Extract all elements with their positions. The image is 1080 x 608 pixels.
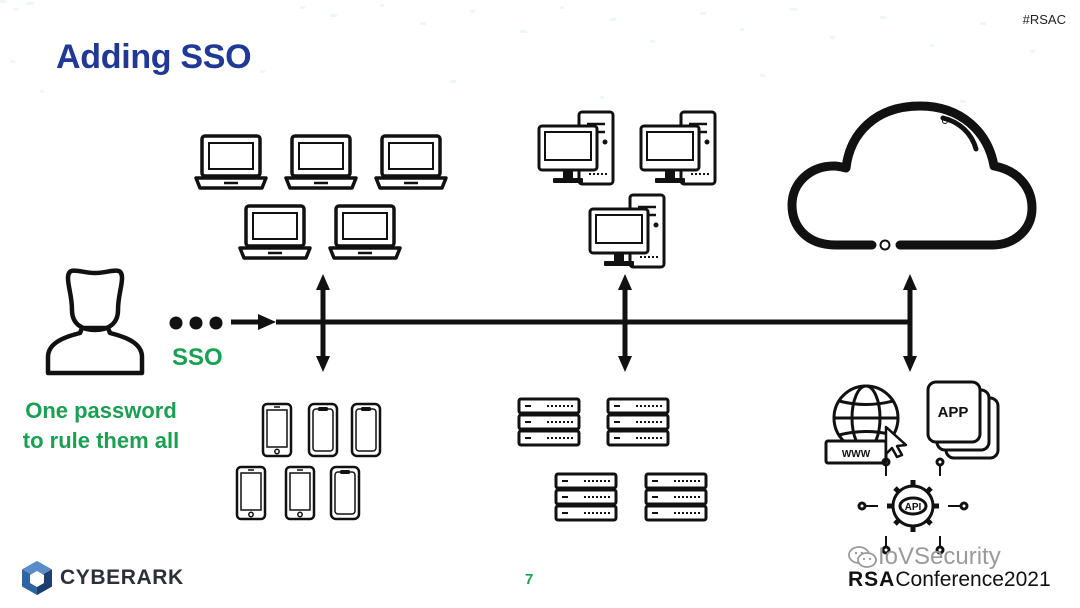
laptop-icon [194, 134, 268, 190]
cloud-icon [787, 101, 1037, 251]
laptops-group [194, 134, 448, 260]
page-number: 7 [525, 571, 534, 588]
laptop-icon [328, 204, 402, 260]
desktop-icon [639, 110, 717, 186]
smartphone-icon [261, 402, 293, 458]
network-bus [231, 285, 913, 360]
server-icon [606, 397, 670, 447]
background-code-pattern [0, 0, 1035, 103]
smartphone-icon [235, 465, 267, 521]
desktop-icon [588, 193, 666, 269]
servers-group [517, 397, 708, 522]
cyberark-word-prefix: CYBER [60, 566, 137, 589]
app-icon-label: APP [938, 404, 969, 421]
api-icon [857, 457, 969, 555]
tagline-line-2: to rule them all [22, 428, 180, 453]
cyberark-logo-icon [22, 561, 52, 595]
smartphone-icon [329, 465, 361, 521]
smartphone-icon [350, 402, 382, 458]
conference-word: Conference2021 [895, 568, 1051, 591]
cyberark-logo: CYBERARK [22, 560, 184, 596]
api-icon-label: API [905, 502, 922, 513]
smartphone-icon [307, 402, 339, 458]
slide-title: Adding SSO [56, 38, 252, 76]
user-icon [45, 268, 145, 376]
laptop-icon [374, 134, 448, 190]
ellipsis-dots [169, 316, 223, 330]
tagline: One password to rule them all [6, 396, 196, 456]
desktop-icon [537, 110, 615, 186]
server-icon [517, 397, 581, 447]
laptop-icon [238, 204, 312, 260]
rsa-word: RSA [848, 568, 896, 591]
web-icon [824, 384, 908, 465]
cyberark-word-suffix: ARK [136, 566, 184, 589]
rsa-conference-logo: RSAConference2021 [848, 568, 1051, 592]
smartphones-group [235, 402, 382, 521]
tagline-line-1: One password [25, 398, 177, 423]
server-icon [644, 472, 708, 522]
app-icon [926, 380, 1000, 460]
arrowheads [258, 274, 917, 372]
wechat-icon [848, 546, 877, 568]
sso-label: SSO [172, 344, 223, 371]
server-icon [554, 472, 618, 522]
hashtag-label: #RSAC [1022, 12, 1066, 27]
smartphone-icon [284, 465, 316, 521]
watermark: IoVSecurity [848, 543, 1001, 571]
desktops-group [537, 110, 717, 269]
web-icon-label: WWW [842, 449, 871, 460]
watermark-text: IoVSecurity [878, 543, 1001, 570]
laptop-icon [284, 134, 358, 190]
